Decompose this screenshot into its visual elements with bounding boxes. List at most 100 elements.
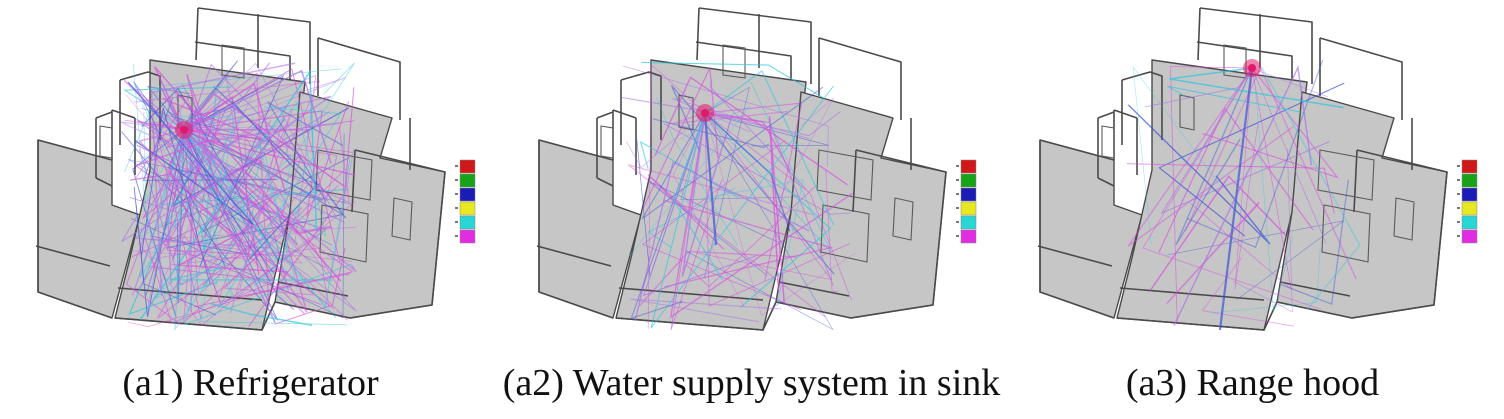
legend-swatch: [960, 201, 977, 216]
ray-path: [1170, 66, 1253, 325]
wall-segment: [195, 7, 199, 61]
ray-path: [123, 79, 298, 247]
ray-path: [149, 226, 357, 262]
ray-path: [704, 111, 841, 137]
ray-path: [183, 129, 357, 272]
ray-path: [244, 134, 347, 300]
wall-segment: [615, 301, 777, 331]
ray-path: [127, 277, 308, 327]
ray-path: [287, 148, 355, 280]
opening-frame: [678, 94, 694, 131]
ray-path: [654, 76, 848, 186]
ray-path: [133, 81, 275, 274]
ray-path: [641, 65, 719, 210]
ray-path: [130, 173, 244, 245]
ray-path: [120, 121, 185, 143]
ray-path: [709, 79, 807, 190]
wall-segment: [596, 111, 614, 119]
ray-path: [194, 215, 354, 308]
wall-segment: [274, 301, 433, 319]
ray-path: [1212, 247, 1321, 314]
ray-path: [647, 180, 779, 277]
ray-path: [121, 111, 330, 242]
ray-path: [1186, 59, 1324, 248]
legend-tick: [1457, 179, 1460, 181]
wall-segment: [538, 139, 614, 161]
ray-path: [1232, 148, 1293, 313]
ray-path: [142, 104, 288, 291]
ray-path: [166, 129, 293, 257]
wall-segment: [596, 177, 614, 187]
wall-segment: [818, 37, 902, 120]
ray-path: [151, 124, 349, 321]
ray-path: [697, 112, 833, 281]
ray-path: [183, 95, 332, 154]
legend-swatch: [960, 173, 977, 188]
ray-path: [1127, 104, 1271, 245]
ray-path: [671, 97, 810, 140]
source-marker: [180, 126, 188, 134]
wall-segment: [351, 149, 356, 213]
ray-path: [672, 112, 745, 308]
ray-path: [663, 123, 851, 215]
wall-segment: [1121, 71, 1163, 140]
ray-path: [622, 96, 834, 286]
wall-segment: [1113, 109, 1138, 119]
ray-path: [1126, 163, 1335, 214]
wall-segment: [1197, 7, 1201, 61]
legend-swatch: [1461, 201, 1478, 216]
legend-tick: [455, 235, 458, 237]
ray-path: [202, 200, 290, 292]
ray-path: [670, 84, 835, 275]
legend-swatch: [459, 215, 476, 230]
ray-path: [627, 164, 826, 318]
legend-tick: [956, 221, 959, 223]
ray-path: [266, 100, 344, 202]
ray-path: [670, 112, 723, 330]
wall-segment: [354, 149, 446, 306]
legend-swatch: [1461, 215, 1478, 230]
ray-path: [135, 139, 356, 176]
ray-path: [1167, 85, 1305, 114]
ray-path: [183, 62, 337, 217]
ray-path: [173, 115, 232, 250]
ray-path: [1201, 257, 1295, 327]
opening-frame: [1179, 94, 1195, 131]
color-legend: [455, 159, 476, 244]
ray-path: [685, 112, 834, 331]
wall-segment: [1097, 177, 1115, 187]
legend-swatch: [459, 201, 476, 216]
ray-path: [127, 81, 255, 226]
ray-path: [210, 302, 313, 327]
ray-path: [162, 98, 263, 140]
opening-frame: [816, 149, 874, 201]
wall-segment: [1039, 139, 1115, 161]
legend-swatch: [459, 229, 476, 244]
ray-traces: [622, 61, 856, 331]
ray-path: [1160, 67, 1330, 215]
legend-tick: [1457, 235, 1460, 237]
ray-path: [148, 149, 275, 282]
ray-path: [1175, 67, 1253, 246]
ray-path: [641, 140, 802, 311]
opening-frame: [1393, 197, 1415, 241]
wall-segment: [35, 245, 111, 267]
opening-frame: [892, 197, 914, 241]
wall-segment: [1039, 140, 1115, 319]
ray-path: [279, 137, 290, 228]
ray-path: [183, 110, 324, 217]
ray-path: [652, 118, 770, 149]
floor-plan-a2: [536, 7, 977, 331]
wall-segment: [1116, 301, 1278, 331]
ray-path: [647, 63, 706, 330]
ray-path: [183, 126, 351, 204]
ray-path: [672, 110, 788, 125]
wall-segment: [1097, 111, 1115, 119]
legend-tick: [1457, 221, 1460, 223]
ray-path: [641, 86, 824, 220]
legend-tick: [455, 221, 458, 223]
legend-tick: [956, 193, 959, 195]
ray-path: [669, 112, 854, 319]
ray-path: [773, 97, 834, 211]
legend-tick: [956, 207, 959, 209]
